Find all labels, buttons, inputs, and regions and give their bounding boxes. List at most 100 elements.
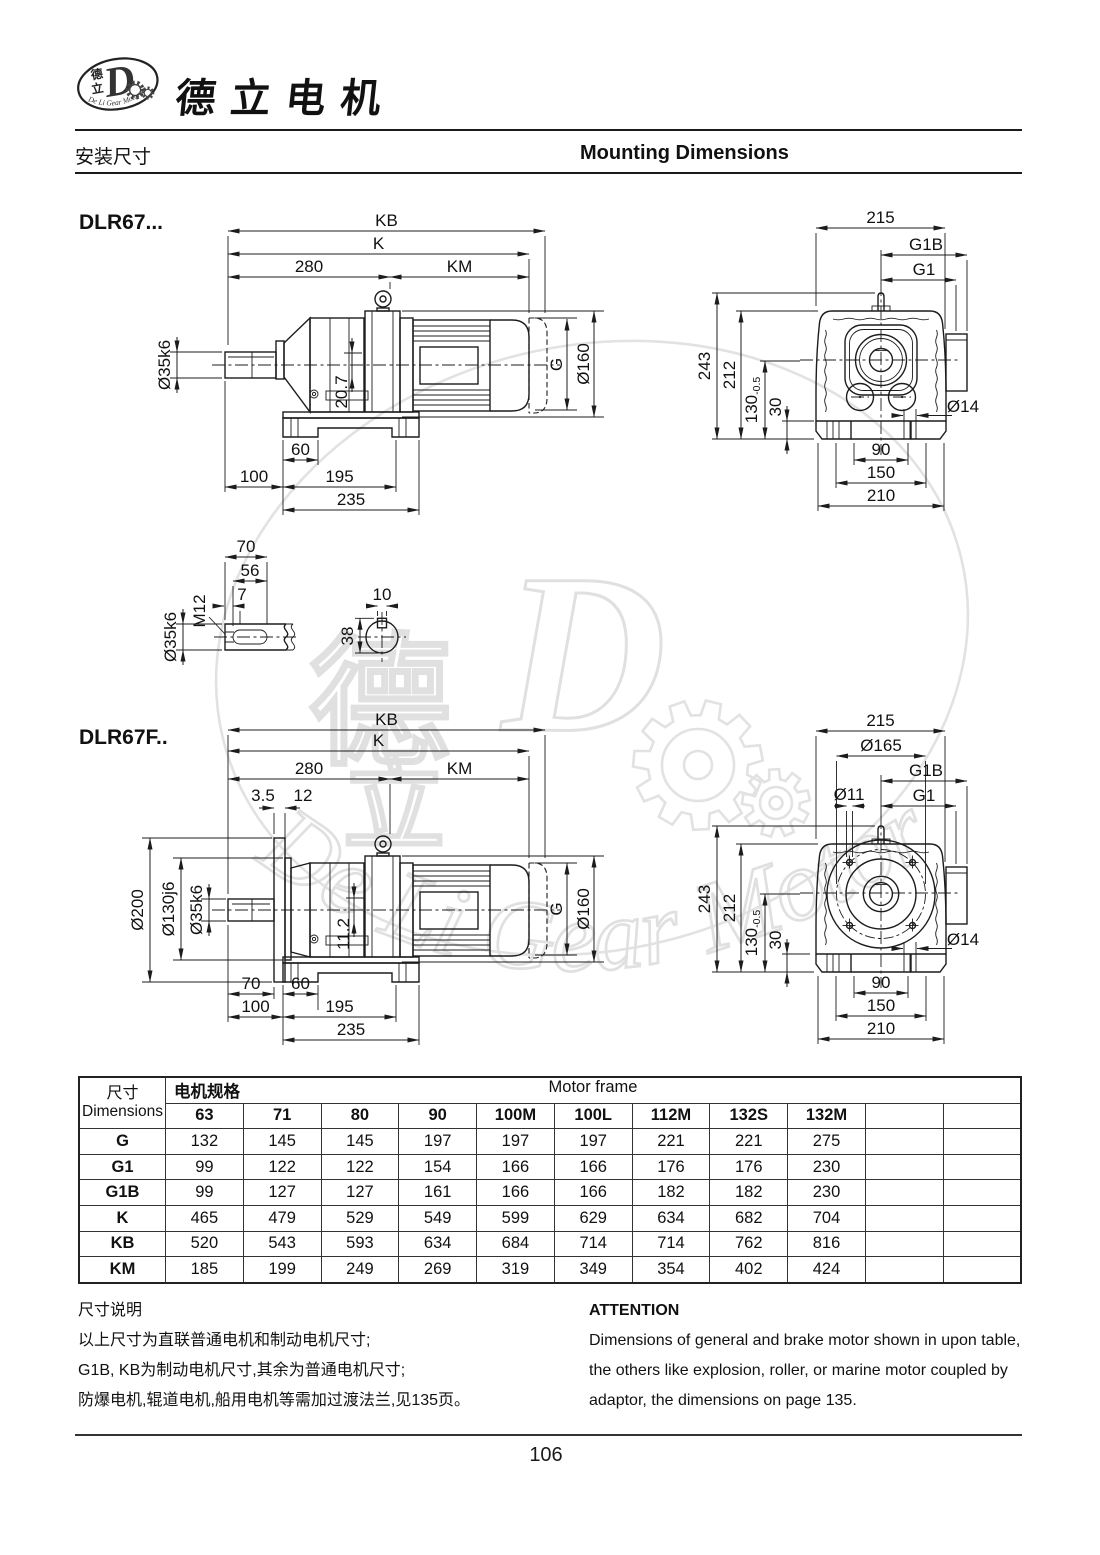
dim-160: Ø160 xyxy=(574,888,593,930)
table-cell: 684 xyxy=(476,1230,555,1258)
table-cell: 99 xyxy=(165,1179,244,1206)
dim-215: 215 xyxy=(866,208,894,227)
dim-243: 243 xyxy=(695,352,714,380)
notes-english: ATTENTION Dimensions of general and brak… xyxy=(589,1296,1029,1416)
dim-100: 100 xyxy=(241,997,269,1016)
notes-chinese: 尺寸说明 以上尺寸为直联普通电机和制动电机尺寸; G1B, KB为制动电机尺寸,… xyxy=(78,1296,558,1416)
dim-60: 60 xyxy=(291,974,310,993)
table-cell: 197 xyxy=(476,1128,555,1155)
table-cell: 549 xyxy=(398,1204,478,1232)
dim-280: 280 xyxy=(295,759,323,778)
table-cell: 634 xyxy=(631,1204,711,1232)
header-rule-bottom xyxy=(75,172,1022,174)
table-cell xyxy=(942,1179,1022,1206)
dim-km: KM xyxy=(447,257,473,276)
table-cell: 230 xyxy=(787,1153,866,1181)
dim-12: 12 xyxy=(294,786,313,805)
dim-m12: M12 xyxy=(190,594,209,627)
dim-10: 10 xyxy=(373,585,392,604)
table-cell xyxy=(942,1204,1022,1232)
dim-215: 215 xyxy=(866,711,894,730)
notes-en-line: Dimensions of general and brake motor sh… xyxy=(589,1332,1021,1349)
row-label: G1 xyxy=(78,1153,166,1181)
dim-kb: KB xyxy=(375,211,398,230)
table-cell xyxy=(864,1230,944,1258)
column-header: 132M xyxy=(787,1102,866,1130)
dim-160: Ø160 xyxy=(574,343,593,385)
table-cell: 816 xyxy=(787,1230,866,1258)
dim-shaft-35: Ø35k6 xyxy=(161,612,180,662)
dim-k: K xyxy=(373,234,385,253)
model-label-dlr67: DLR67... xyxy=(79,211,164,234)
table-cell: 197 xyxy=(553,1128,633,1155)
dim-14: Ø14 xyxy=(947,930,979,949)
row-label: K xyxy=(78,1204,166,1232)
dim-195: 195 xyxy=(325,997,353,1016)
dim-100: 100 xyxy=(240,467,268,486)
table-cell: 479 xyxy=(242,1204,322,1232)
page-title-en: Mounting Dimensions xyxy=(580,142,789,164)
table-cell: 166 xyxy=(553,1179,633,1206)
dim-280: 280 xyxy=(295,257,323,276)
dim-56: 56 xyxy=(241,561,260,580)
dim-195: 195 xyxy=(325,467,353,486)
column-header: 100M xyxy=(476,1102,555,1130)
dim-3-5: 3.5 xyxy=(251,786,275,805)
page-number: 106 xyxy=(529,1444,563,1466)
table-cell: 465 xyxy=(165,1204,244,1232)
group-label-en: Motor frame xyxy=(548,1078,638,1097)
dim-70: 70 xyxy=(242,974,261,993)
table-cell: 99 xyxy=(165,1153,244,1181)
table-cell: 182 xyxy=(631,1179,711,1206)
table-cell: 145 xyxy=(320,1128,400,1155)
column-header: 63 xyxy=(165,1102,244,1130)
table-cell xyxy=(942,1153,1022,1181)
notes-en-line: adaptor, the dimensions on page 135. xyxy=(589,1392,857,1409)
notes-en-line: the others like explosion, roller, or ma… xyxy=(589,1362,1008,1379)
dlr67f-side-body xyxy=(212,835,560,983)
table-cell: 197 xyxy=(398,1128,478,1155)
table-cell: 122 xyxy=(242,1153,322,1181)
table-cell xyxy=(864,1256,944,1284)
dlr67-side-body xyxy=(212,290,560,438)
row-label: KM xyxy=(78,1256,166,1284)
table-cell: 185 xyxy=(165,1256,244,1284)
dim-210: 210 xyxy=(867,486,895,505)
dim-165: Ø165 xyxy=(860,736,902,755)
table-cell: 127 xyxy=(242,1179,322,1206)
table-cell: 221 xyxy=(709,1128,789,1155)
table-cell: 354 xyxy=(631,1256,711,1284)
group-label-cn: 电机规格 xyxy=(174,1083,240,1102)
table-cell: 682 xyxy=(709,1204,789,1232)
table-cell: 424 xyxy=(787,1256,866,1284)
dim-243: 243 xyxy=(695,885,714,913)
table-cell: 593 xyxy=(320,1230,400,1258)
model-label-dlr67f: DLR67F.. xyxy=(79,726,168,749)
table-cell xyxy=(864,1204,944,1232)
column-header: 100L xyxy=(553,1102,633,1130)
table-cell: 599 xyxy=(476,1204,555,1232)
table-cell: 127 xyxy=(320,1179,400,1206)
table-cell: 182 xyxy=(709,1179,789,1206)
dim-35k6: Ø35k6 xyxy=(187,885,206,935)
dim-g1: G1 xyxy=(913,260,936,279)
motor-frame-group-cell: 电机规格 Motor frame xyxy=(165,1076,1022,1104)
table-cell: 166 xyxy=(476,1153,555,1181)
dim-g1b: G1B xyxy=(909,235,943,254)
table-cell: 543 xyxy=(242,1230,322,1258)
logo-char-li: 立 xyxy=(90,80,104,97)
dim-212: 212 xyxy=(720,361,739,389)
table-cell: 221 xyxy=(631,1128,711,1155)
table-cell: 132 xyxy=(165,1128,244,1155)
table-cell xyxy=(942,1256,1022,1284)
dim-210: 210 xyxy=(867,1019,895,1038)
notes-en-title: ATTENTION xyxy=(589,1302,680,1319)
